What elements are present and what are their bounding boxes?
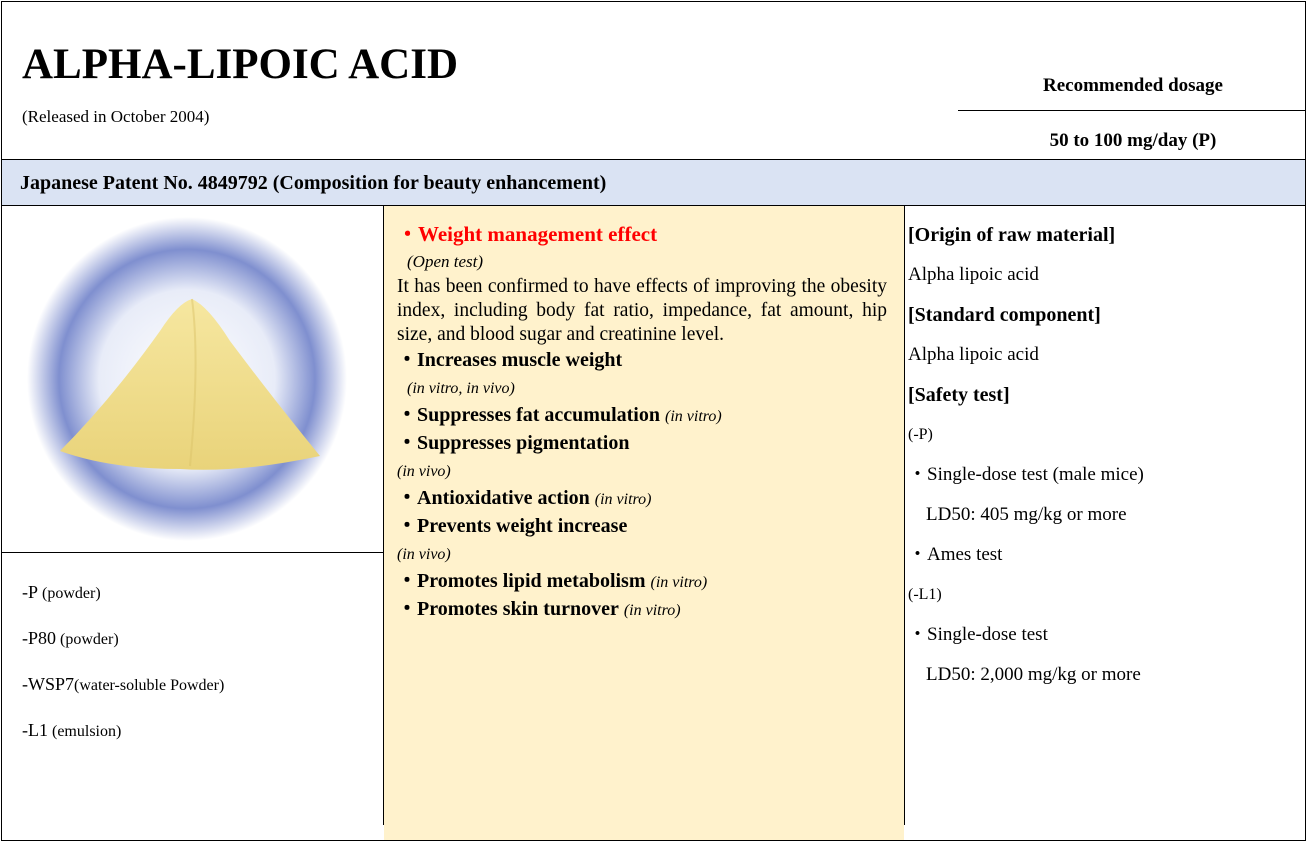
patent-bottom-rule	[1, 205, 1306, 206]
effect-fat: ・Suppresses fat accumulation	[397, 404, 660, 426]
effect-skin-note: (in vitro)	[623, 602, 681, 619]
dosage-label: Recommended dosage	[1043, 75, 1223, 96]
effect-prevent-note: (in vivo)	[397, 546, 451, 563]
material-info: [Origin of raw material] Alpha lipoic ac…	[908, 215, 1303, 695]
dosage-value: 50 to 100 mg/day (P)	[1049, 130, 1217, 151]
origin-value: Alpha lipoic acid	[908, 264, 1039, 285]
effect-lipid-note: (in vitro)	[650, 574, 708, 591]
product-forms: -P (powder) -P80 (powder) -WSP7(water-so…	[22, 570, 224, 754]
header-bottom-rule	[1, 159, 1306, 160]
form-item: -P (powder)	[22, 582, 101, 602]
form-item: -L1 (emulsion)	[22, 720, 122, 740]
safety-l1-ld50: LD50: 2,000 mg/kg or more	[926, 664, 1141, 685]
effect-muscle: ・Increases muscle weight	[397, 349, 623, 371]
form-item: -P80 (powder)	[22, 628, 119, 648]
effect-pigment: ・Suppresses pigmentation	[397, 432, 630, 454]
dosage-divider	[958, 110, 1306, 111]
safety-p-single: ・Single-dose test (male mice)	[908, 464, 1144, 485]
effect-skin: ・Promotes skin turnover	[397, 598, 619, 620]
effect-antiox-note: (in vitro)	[594, 491, 652, 508]
safety-l1-single: ・Single-dose test	[908, 624, 1048, 645]
safety-l1-label: (-L1)	[908, 586, 942, 603]
column-divider-right	[904, 205, 905, 825]
form-item: -WSP7(water-soluble Powder)	[22, 674, 225, 694]
effect-lipid: ・Promotes lipid metabolism	[397, 570, 646, 592]
effect-fat-note: (in vitro)	[665, 408, 722, 425]
weight-management-text: It has been confirmed to have effects of…	[397, 276, 887, 345]
safety-heading: [Safety test]	[908, 384, 1010, 406]
column-divider-left	[383, 205, 384, 825]
effects-list: ・Weight management effect (Open test) It…	[397, 218, 887, 624]
patent-band	[2, 160, 1305, 205]
effect-prevent: ・Prevents weight increase	[397, 515, 628, 537]
effect-muscle-note: (in vitro, in vivo)	[407, 380, 515, 397]
powder-photo	[27, 217, 347, 541]
safety-p-ld50: LD50: 405 mg/kg or more	[926, 504, 1127, 525]
origin-heading: [Origin of raw material]	[908, 224, 1116, 246]
effects-panel	[384, 206, 904, 840]
photo-bottom-rule	[1, 552, 385, 553]
safety-ames: ・Ames test	[908, 544, 1003, 565]
effect-pigment-note: (in vivo)	[397, 463, 451, 480]
patent-number: Japanese Patent No. 4849792 (Composition…	[20, 172, 607, 194]
open-test-note: (Open test)	[407, 252, 484, 271]
weight-management-heading: ・Weight management effect	[397, 222, 658, 246]
product-title: ALPHA-LIPOIC ACID	[22, 41, 459, 88]
standard-value: Alpha lipoic acid	[908, 344, 1039, 365]
effect-antiox: ・Antioxidative action	[397, 487, 590, 509]
standard-heading: [Standard component]	[908, 304, 1101, 326]
safety-p-label: (-P)	[908, 426, 933, 443]
release-date: (Released in October 2004)	[22, 107, 210, 126]
